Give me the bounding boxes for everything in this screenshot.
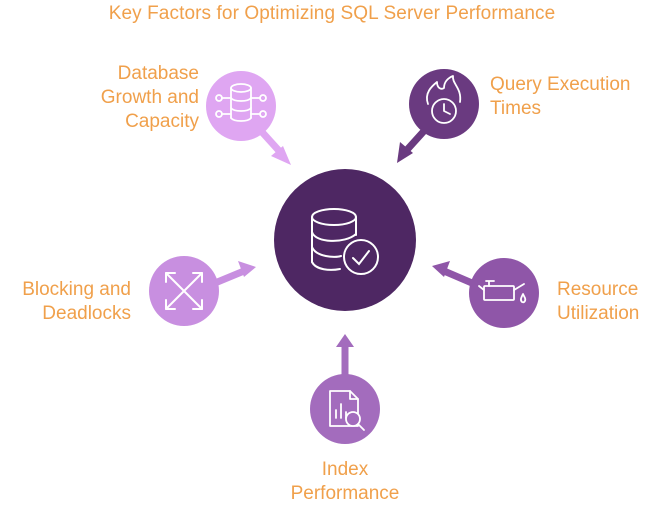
node-database-growth: [206, 71, 276, 141]
node-index-performance: [310, 374, 380, 444]
database-network-icon: [215, 83, 267, 122]
document-chart-search-icon: [329, 390, 365, 431]
center-node: [274, 169, 416, 311]
label-query-execution: Query Execution Times: [490, 74, 631, 119]
database-check-icon: [311, 208, 379, 275]
node-blocking-deadlocks: [149, 256, 219, 326]
label-blocking-deadlocks: Blocking and Deadlocks: [22, 279, 131, 324]
clock-flame-icon: [426, 75, 462, 124]
label-resource-utilization: Resource Utilization: [557, 279, 640, 324]
arrow-index-performance: [336, 334, 354, 380]
arrow-query-execution: [397, 128, 427, 163]
label-index-performance: Index Performance: [290, 459, 400, 504]
arrow-database-growth: [259, 129, 291, 165]
node-resource-utilization: [469, 258, 539, 328]
diagonal-arrows-icon: [165, 272, 203, 310]
label-database-growth: Database Growth and Capacity: [100, 63, 199, 132]
diagram-title: Key Factors for Optimizing SQL Server Pe…: [108, 3, 556, 24]
arrow-resource-utilization: [432, 261, 474, 287]
arrow-blocking-deadlocks: [213, 261, 256, 287]
oil-can-icon: [478, 280, 527, 304]
node-query-execution: [409, 69, 479, 139]
